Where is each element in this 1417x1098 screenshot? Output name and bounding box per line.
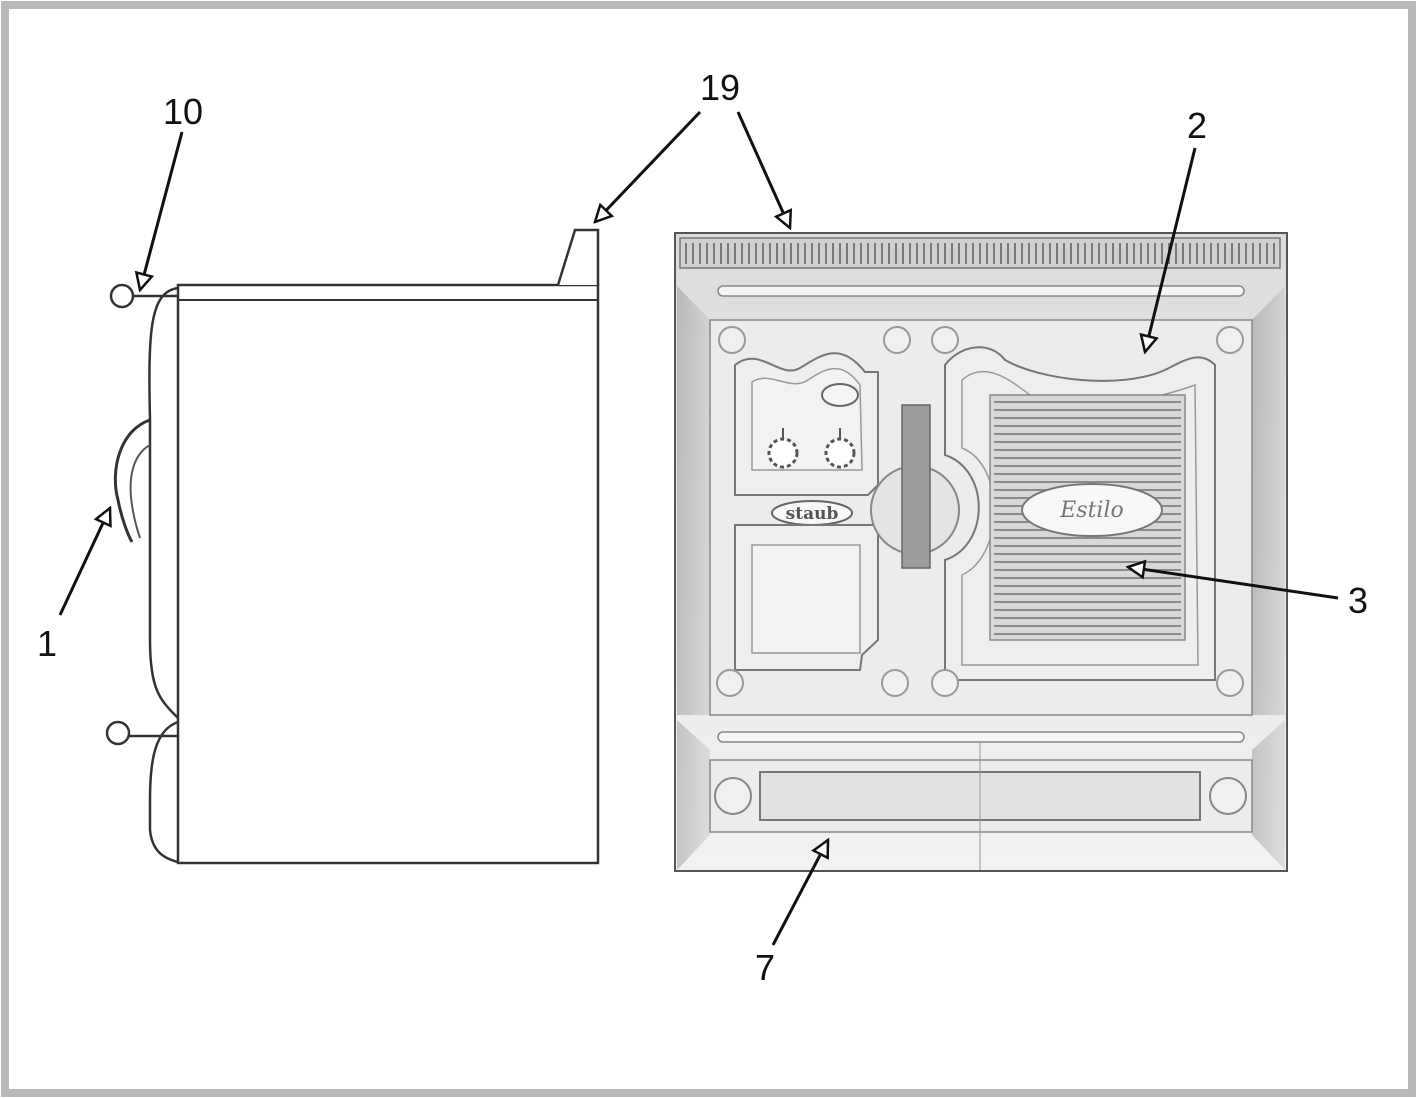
main-door-handle: [901, 404, 931, 569]
rivet-bc2: [931, 669, 959, 697]
rivet-tc2: [931, 326, 959, 354]
thermometer-dial: [821, 383, 859, 407]
stove-front-view: staub Estilo: [674, 232, 1288, 872]
brand-plate-text: staub: [786, 504, 839, 524]
side-door-handle: [113, 418, 151, 543]
callout-19: 19: [700, 67, 740, 108]
callout-3: 3: [1348, 580, 1368, 621]
side-lower-knob: [105, 720, 131, 746]
callout-2: 2: [1187, 105, 1207, 146]
callout-7: 7: [755, 947, 775, 988]
grille-slats: [685, 243, 1275, 264]
rivet-bc1: [881, 669, 909, 697]
side-door-profile: [148, 286, 179, 719]
arrow-10: [140, 131, 184, 290]
callout-1: 1: [37, 623, 57, 664]
ash-door-inner: [751, 544, 861, 654]
arrow-19-front: [736, 111, 790, 228]
side-lower-door-profile: [148, 720, 179, 864]
side-flue-collar: [556, 228, 600, 286]
arrow-19-side: [595, 110, 702, 222]
arrow-1: [58, 508, 110, 616]
side-top-knob: [109, 283, 135, 309]
rivet-br: [1216, 669, 1244, 697]
arrow-2: [1145, 147, 1197, 352]
stove-side-view: [105, 228, 600, 865]
rivet-tr: [1216, 326, 1244, 354]
oven-door-badge-text: Estilo: [1059, 498, 1124, 523]
plinth-right-bevel: [1252, 720, 1285, 870]
control-knob-left: [767, 437, 799, 469]
arrow-3: [1128, 567, 1339, 600]
plinth-left-bevel: [677, 720, 710, 870]
left-bevel: [677, 286, 710, 715]
right-bevel: [1252, 286, 1285, 715]
side-body: [176, 283, 600, 865]
callout-10: 10: [163, 91, 203, 132]
rivet-tl: [718, 326, 746, 354]
plinth-rivet-left: [714, 777, 752, 815]
top-towel-rail: [717, 285, 1245, 297]
control-knob-right: [824, 437, 856, 469]
rivet-bl: [716, 669, 744, 697]
side-door-handle-inner: [129, 444, 151, 539]
callout-arrows: [58, 110, 1339, 946]
rivet-tc1: [883, 326, 911, 354]
plinth-rivet-right: [1209, 777, 1247, 815]
oven-door-badge: [1021, 483, 1163, 537]
arrow-7: [771, 840, 830, 946]
lower-towel-rail: [717, 731, 1245, 743]
